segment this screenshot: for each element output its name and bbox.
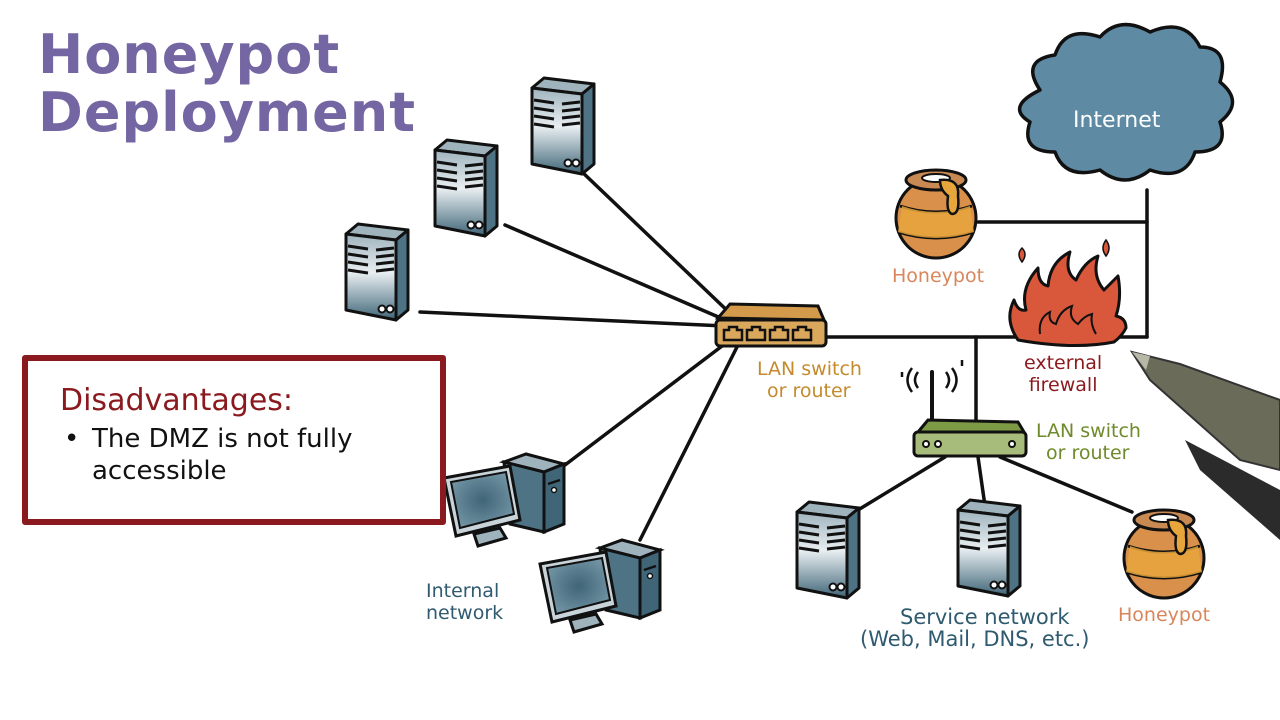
honeypot-icon (894, 168, 978, 260)
internal-network-label: Internal network (426, 580, 503, 624)
internet-label: Internet (1073, 108, 1161, 133)
disadvantage-item: The DMZ is not fully accessible (64, 423, 422, 487)
link-service-honeypot (998, 455, 1134, 514)
honeypot-bottom-label: Honeypot (1118, 604, 1211, 626)
server-icon (795, 500, 861, 600)
server-icon (530, 76, 596, 176)
pen-icon (1129, 350, 1280, 540)
internal-network-label-line-1: Internal (426, 580, 500, 602)
wireless-router-icon (900, 360, 1028, 458)
firewall-flame-icon (1008, 238, 1128, 348)
server-icon (956, 498, 1022, 598)
service-network-label-line-1: Service network (900, 605, 1070, 629)
firewall-label-line-2: firewall (1028, 374, 1098, 396)
firewall-label-line-1: external (1024, 352, 1103, 374)
connection-lines (418, 168, 1149, 542)
main-lan-switch-label-line-1: LAN switch (757, 358, 862, 380)
service-lan-switch-label-line-2: or router (1046, 442, 1130, 464)
honeypot-top-label: Honeypot (892, 265, 985, 287)
service-network-label: Service network (Web, Mail, DNS, etc.) (860, 606, 1089, 650)
service-network-label-line-2: (Web, Mail, DNS, etc.) (860, 627, 1090, 651)
main-lan-switch-label: LAN switch or router (757, 358, 862, 402)
server-icon (433, 138, 499, 238)
disadvantages-box: Disadvantages: The DMZ is not fully acce… (22, 355, 446, 525)
title-line-2: Deployment (38, 81, 417, 144)
internal-network-label-line-2: network (426, 602, 504, 624)
firewall-label: external firewall (1024, 352, 1102, 396)
link-service-server1 (856, 455, 947, 512)
link-service-server2 (976, 455, 987, 508)
lan-switch-icon (714, 302, 828, 348)
internet-cloud-icon (1017, 22, 1235, 182)
disadvantages-list: The DMZ is not fully accessible (64, 423, 422, 487)
desktop-computer-icon (538, 538, 662, 634)
server-icon (344, 222, 410, 322)
disadvantages-heading: Disadvantages: (60, 383, 294, 418)
link-pc2-switch (638, 343, 740, 542)
link-pc1-switch (563, 338, 732, 467)
link-server2-switch (503, 223, 732, 324)
service-lan-switch-label: LAN switch or router (1036, 420, 1141, 464)
honeypot-icon (1122, 508, 1206, 600)
link-server1-switch (578, 168, 737, 320)
title-line-1: Honeypot (38, 23, 341, 86)
desktop-computer-icon (442, 452, 566, 548)
page-title: Honeypot Deployment (38, 26, 416, 142)
service-lan-switch-label-line-1: LAN switch (1036, 420, 1141, 442)
link-server3-switch (418, 310, 727, 328)
main-lan-switch-label-line-2: or router (767, 380, 851, 402)
